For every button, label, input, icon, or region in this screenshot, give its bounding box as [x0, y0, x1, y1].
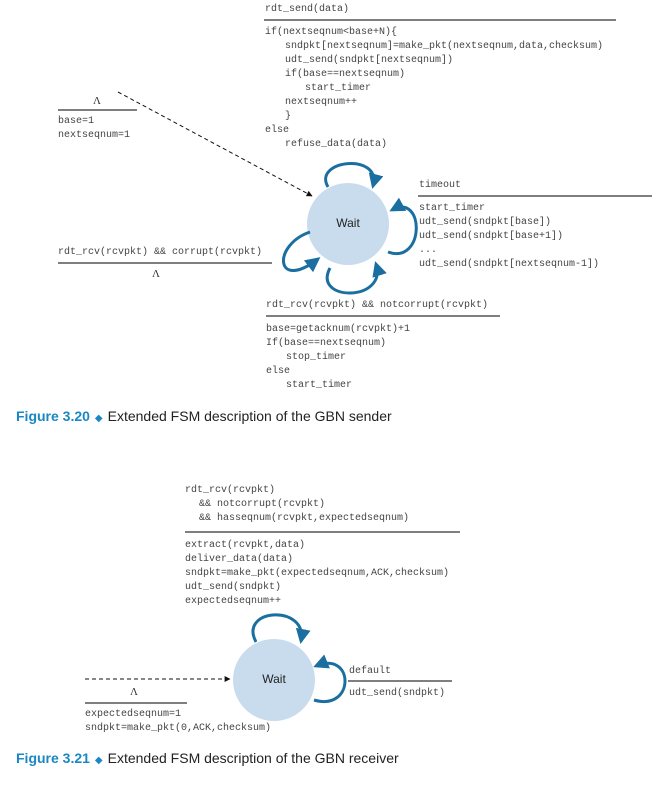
default-self-loop	[313, 654, 347, 704]
initial-transition-arrow	[117, 91, 313, 197]
action-line: refuse_data(data)	[285, 139, 388, 150]
action-line: extract(rcvpkt,data)	[185, 540, 306, 551]
diamond-icon: ◆	[94, 755, 103, 766]
figure-caption-sender: Figure 3.20 ◆ Extended FSM description of …	[16, 408, 392, 424]
action-line: udt_send(sndpkt[nextseqnum])	[285, 55, 454, 66]
init-action: nextseqnum=1	[58, 130, 131, 141]
receive-event-line: && notcorrupt(rcvpkt)	[199, 499, 326, 510]
action-line: else	[265, 125, 290, 136]
action-line: ...	[419, 245, 438, 256]
action-line: if(base==nextseqnum)	[285, 69, 406, 80]
action-line: start_timer	[305, 83, 372, 94]
receive-self-loop	[251, 613, 311, 644]
receiver-init-lambda: Λ	[130, 686, 138, 698]
figure-number: Figure 3.20	[16, 408, 90, 424]
action-line: deliver_data(data)	[185, 554, 294, 565]
receive-event-line: rdt_rcv(rcvpkt)	[185, 485, 276, 496]
receiver-wait-state	[233, 639, 315, 721]
rdt-send-event: rdt_send(data)	[265, 4, 350, 15]
action-line: start_timer	[286, 380, 353, 391]
caption-text: Extended FSM description of the GBN send…	[107, 408, 392, 424]
action-line: udt_send(sndpkt[base+1])	[419, 231, 564, 242]
receive-event-line: && hasseqnum(rcvpkt,expectedseqnum)	[199, 513, 410, 524]
corrupt-self-loop	[282, 230, 321, 273]
action-line: sndpkt[nextseqnum]=make_pkt(nextseqnum,d…	[285, 41, 604, 52]
diamond-icon: ◆	[94, 413, 103, 424]
action-line: if(nextseqnum<base+N){	[265, 27, 398, 38]
init-event-lambda: Λ	[93, 95, 101, 107]
action-line: sndpkt=make_pkt(expectedseqnum,ACK,check…	[185, 568, 450, 579]
action-line: start_timer	[419, 203, 486, 214]
caption-text: Extended FSM description of the GBN rece…	[107, 750, 399, 766]
figure-caption-receiver: Figure 3.21 ◆ Extended FSM description of …	[16, 750, 399, 766]
action-line: If(base==nextseqnum)	[266, 338, 387, 349]
action-line: }	[285, 111, 292, 122]
notcorrupt-self-loop	[325, 261, 387, 295]
action-line: expectedseqnum++	[185, 596, 282, 607]
rdt-send-self-loop	[324, 162, 384, 189]
sender-state-label: Wait	[336, 216, 360, 230]
action-line: base=getacknum(rcvpkt)+1	[266, 324, 411, 335]
action-line: udt_send(sndpkt[nextseqnum-1])	[419, 259, 600, 270]
init-action: sndpkt=make_pkt(0,ACK,checksum)	[85, 723, 272, 734]
init-action: expectedseqnum=1	[85, 709, 182, 720]
default-action: udt_send(sndpkt)	[349, 688, 446, 699]
action-line: udt_send(sndpkt)	[185, 582, 282, 593]
receiver-state-label: Wait	[262, 672, 286, 686]
corrupt-action-lambda: Λ	[152, 268, 160, 280]
init-action: base=1	[58, 116, 95, 127]
notcorrupt-event: rdt_rcv(rcvpkt) && notcorrupt(rcvpkt)	[266, 300, 489, 311]
action-line: udt_send(sndpkt[base])	[419, 217, 552, 228]
action-line: stop_timer	[286, 352, 347, 363]
figure-number: Figure 3.21	[16, 750, 90, 766]
corrupt-event: rdt_rcv(rcvpkt) && corrupt(rcvpkt)	[58, 247, 263, 258]
timeout-event: timeout	[419, 180, 462, 191]
default-event: default	[349, 666, 392, 677]
sender-wait-state	[307, 183, 389, 265]
action-line: else	[266, 366, 291, 377]
timeout-self-loop	[387, 197, 418, 256]
action-line: nextseqnum++	[285, 97, 358, 108]
